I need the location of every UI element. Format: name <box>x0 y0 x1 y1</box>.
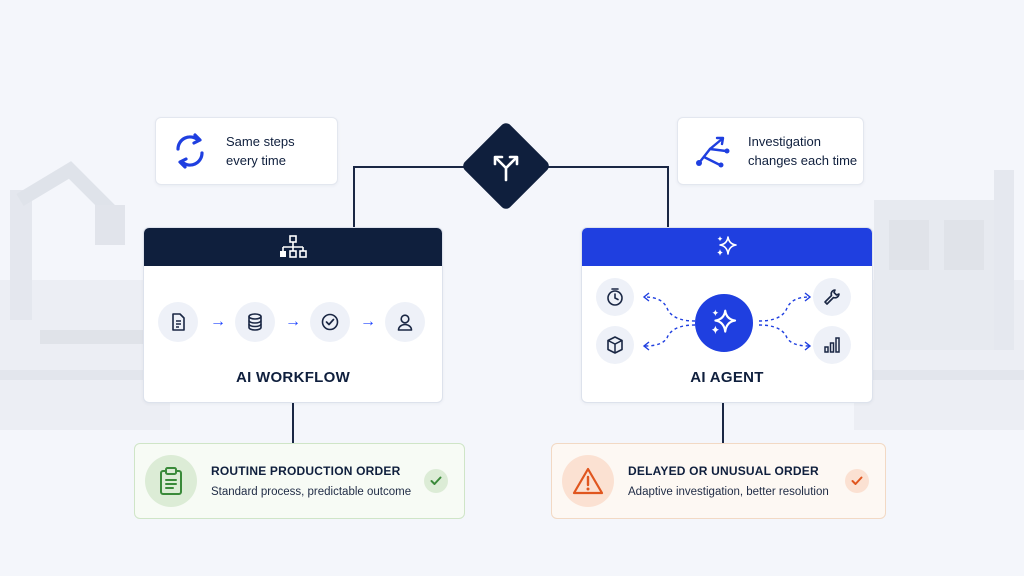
ai-agent-title: AI AGENT <box>690 369 764 386</box>
workflow-arrow-1: → <box>210 313 226 330</box>
agent-input-package <box>596 326 634 364</box>
factory-background-right <box>854 170 1024 430</box>
callout-right-line1: Investigation <box>748 134 821 149</box>
ai-agent-panel: AI AGENT <box>581 227 873 403</box>
workflow-step-database <box>235 302 275 342</box>
warning-icon <box>572 467 604 495</box>
checkmark-icon <box>430 476 442 485</box>
connector-hub-right-horizontal <box>532 166 668 168</box>
ai-agent-header <box>582 228 872 266</box>
unusual-badge <box>562 455 614 507</box>
package-icon <box>607 336 623 354</box>
workflow-arrow-3: → <box>360 313 376 330</box>
connector-hub-left-horizontal <box>354 166 480 168</box>
checkmark-icon <box>851 476 863 485</box>
agent-output-chart <box>813 326 851 364</box>
callout-right-line2: changes each time <box>748 153 858 168</box>
ai-workflow-panel: → → → AI WORKFLOW <box>143 227 443 403</box>
bar-chart-icon <box>824 337 840 353</box>
callout-same-steps: Same steps every time <box>155 117 338 185</box>
routine-subtitle: Standard process, predictable outcome <box>211 486 412 498</box>
connector-hub-right-vertical <box>667 166 669 228</box>
clipboard-icon <box>160 467 182 495</box>
workflow-arrow-2: → <box>285 313 301 330</box>
workflow-step-user <box>385 302 425 342</box>
agent-dashed-connectors <box>642 292 812 351</box>
result-routine-order: ROUTINE PRODUCTION ORDER Standard proces… <box>134 443 465 519</box>
agent-core <box>695 294 753 352</box>
refresh-cycle-icon <box>176 133 204 169</box>
clock-icon <box>607 288 623 306</box>
agent-output-wrench <box>813 278 851 316</box>
connector-hub-left-vertical <box>353 166 355 228</box>
factory-background-left <box>0 161 170 430</box>
result-unusual-order: DELAYED OR UNUSUAL ORDER Adaptive invest… <box>551 443 886 519</box>
database-icon <box>248 313 262 331</box>
ai-workflow-header <box>144 228 442 266</box>
routine-badge <box>145 455 197 507</box>
callout-investigation: Investigation changes each time <box>677 117 864 185</box>
document-icon <box>172 313 185 331</box>
connector-agent-result <box>722 401 724 444</box>
sparkles-icon <box>711 309 737 335</box>
user-icon <box>397 314 413 331</box>
routine-title: ROUTINE PRODUCTION ORDER <box>211 464 401 478</box>
routine-check-badge <box>424 469 448 493</box>
unusual-subtitle: Adaptive investigation, better resolutio… <box>628 486 829 498</box>
workflow-step-document <box>158 302 198 342</box>
agent-input-clock <box>596 278 634 316</box>
hierarchy-icon <box>280 235 307 258</box>
ai-workflow-title: AI WORKFLOW <box>235 369 351 386</box>
unusual-check-badge <box>845 469 869 493</box>
connector-workflow-result <box>292 401 294 444</box>
wrench-icon <box>824 289 840 305</box>
split-arrows-icon <box>493 155 519 182</box>
check-circle-icon <box>321 313 339 331</box>
callout-left-line1: Same steps <box>226 134 295 149</box>
unusual-title: DELAYED OR UNUSUAL ORDER <box>628 464 819 478</box>
workflow-step-check <box>310 302 350 342</box>
branching-paths-icon <box>696 136 730 168</box>
sparkles-icon <box>717 236 737 256</box>
callout-left-line2: every time <box>226 153 286 168</box>
